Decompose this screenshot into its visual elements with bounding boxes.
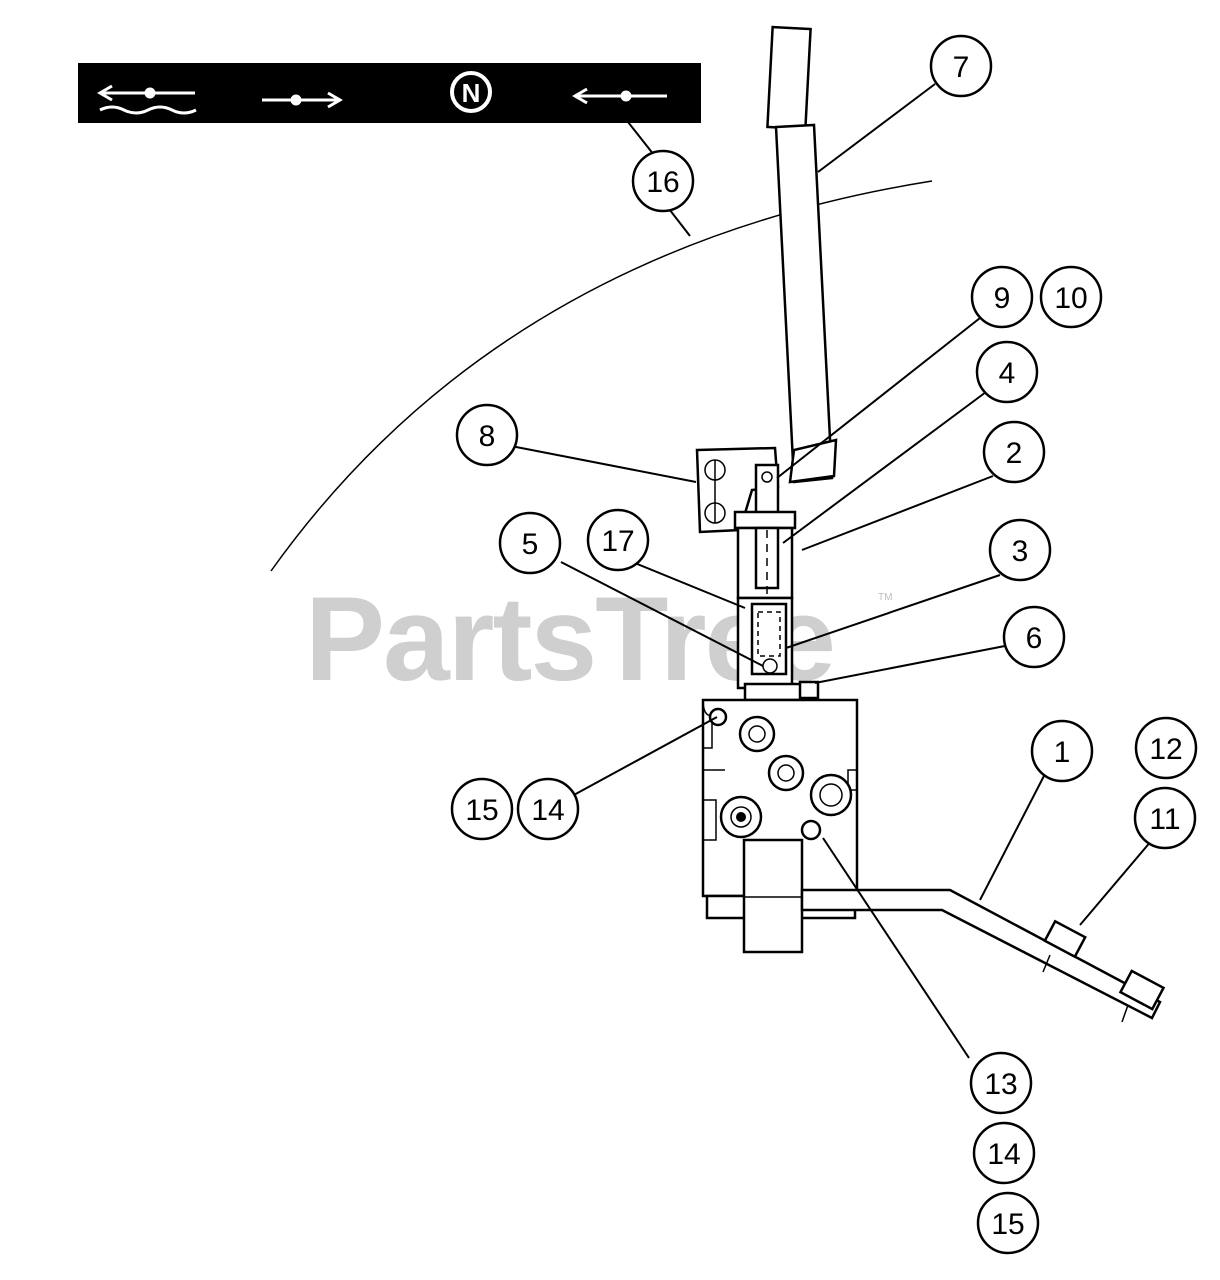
neutral-letter: N <box>462 78 481 108</box>
svg-text:11: 11 <box>1149 803 1180 836</box>
svg-text:13: 13 <box>984 1068 1017 1101</box>
callout-16: 16 <box>631 149 695 213</box>
neutral-icon: N <box>450 71 492 113</box>
callout-15-left: 15 <box>450 777 514 841</box>
spool-clevis <box>733 463 797 600</box>
svg-text:6: 6 <box>1026 622 1043 655</box>
fender-arc <box>270 180 933 572</box>
svg-text:9: 9 <box>994 282 1011 315</box>
callout-2: 2 <box>982 420 1046 484</box>
callout-15-bottom: 15 <box>976 1191 1040 1255</box>
callout-6: 6 <box>1002 605 1066 669</box>
watermark-trademark: TM <box>878 592 893 603</box>
svg-text:2: 2 <box>1006 437 1023 470</box>
svg-text:15: 15 <box>991 1208 1024 1241</box>
callout-17: 17 <box>586 508 650 572</box>
leader-lines <box>510 83 1153 1059</box>
callout-14-left: 14 <box>516 777 580 841</box>
bolt-11 <box>1042 919 1087 973</box>
raise-icon <box>572 87 667 105</box>
svg-text:1: 1 <box>1054 736 1071 769</box>
svg-text:5: 5 <box>522 528 539 561</box>
mounting-bracket <box>800 888 1166 1023</box>
callout-3: 3 <box>988 518 1052 582</box>
control-decal: N <box>78 63 701 123</box>
svg-text:12: 12 <box>1149 733 1182 766</box>
callout-1: 1 <box>1030 719 1094 783</box>
callout-11: 11 <box>1133 786 1197 850</box>
svg-text:14: 14 <box>987 1138 1020 1171</box>
svg-text:17: 17 <box>601 525 634 558</box>
callout-14-bottom: 14 <box>972 1121 1036 1185</box>
svg-text:16: 16 <box>646 166 679 199</box>
callout-10: 10 <box>1039 265 1103 329</box>
callout-12: 12 <box>1134 716 1198 780</box>
lower-clevis <box>736 596 820 702</box>
bolt-12 <box>1118 969 1166 1023</box>
callout-9: 9 <box>970 265 1034 329</box>
callout-8: 8 <box>455 403 519 467</box>
svg-text:7: 7 <box>953 51 970 84</box>
valve-body <box>701 698 859 954</box>
svg-text:8: 8 <box>479 420 496 453</box>
callout-7: 7 <box>929 34 993 98</box>
svg-text:14: 14 <box>531 794 564 827</box>
callout-4: 4 <box>975 340 1039 404</box>
svg-text:4: 4 <box>999 357 1016 390</box>
callout-5: 5 <box>498 511 562 575</box>
svg-text:3: 3 <box>1012 535 1029 568</box>
lower-icon <box>262 91 343 109</box>
callout-13: 13 <box>969 1051 1033 1115</box>
float-icon <box>97 84 197 115</box>
svg-text:10: 10 <box>1054 282 1087 315</box>
svg-text:15: 15 <box>465 794 498 827</box>
control-handle <box>766 25 838 484</box>
